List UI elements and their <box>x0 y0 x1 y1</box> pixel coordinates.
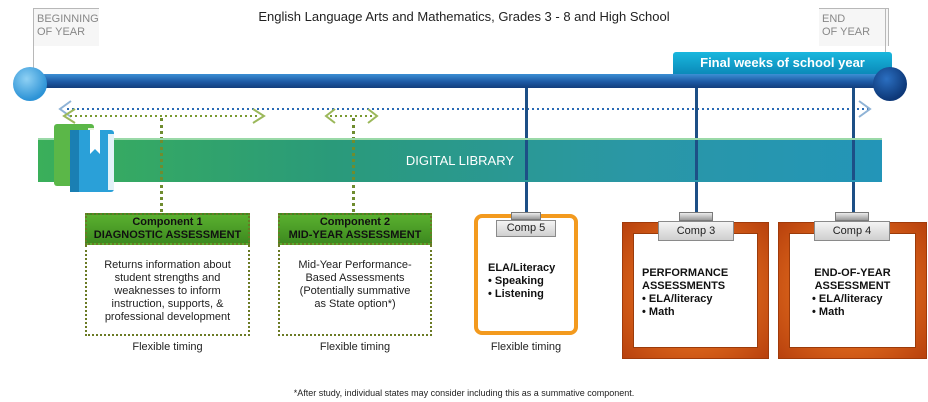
component4-panel: END-OF-YEAR ASSESSMENT • ELA/literacy • … <box>789 233 916 348</box>
book-icon <box>54 124 114 192</box>
component2-body-line: Mid-Year Performance- <box>298 259 412 271</box>
component1-body-line: professional development <box>104 311 231 323</box>
component1-arrow-left-head <box>62 108 76 124</box>
timeline-bar <box>38 74 884 88</box>
full-year-arrow-right-head <box>858 100 872 118</box>
component4-title-line1: END-OF-YEAR <box>814 267 891 279</box>
component3-tag: Comp 3 <box>658 221 734 241</box>
component4-tag: Comp 4 <box>814 221 890 241</box>
component5-item: • Speaking <box>488 275 544 287</box>
component5-content: ELA/Literacy • Speaking • Listening <box>488 262 555 301</box>
component4-item: • Math <box>812 306 845 318</box>
timeline-start-circle <box>13 67 47 101</box>
component3-panel: PERFORMANCE ASSESSMENTS • ELA/literacy •… <box>633 233 758 348</box>
component5-clip-tab <box>511 212 541 220</box>
end-of-year-flag: END OF YEAR <box>819 8 889 46</box>
component2-arrow-left-head <box>324 108 336 124</box>
component2-body-line: Based Assessments <box>305 272 405 284</box>
component4-connector-overlay <box>852 140 855 180</box>
component1-body: Returns information about student streng… <box>85 245 250 336</box>
component4-item: • ELA/literacy <box>812 293 883 305</box>
component3-item: • ELA/literacy <box>642 293 713 305</box>
beginning-label-line2: OF YEAR <box>37 26 86 38</box>
component5-item: • Listening <box>488 288 544 300</box>
component1-arrow-right-head <box>252 108 266 124</box>
diagram-title: English Language Arts and Mathematics, G… <box>258 9 670 24</box>
end-label-line2: OF YEAR <box>822 26 871 38</box>
beginning-of-year-flag: BEGINNING OF YEAR <box>33 8 99 46</box>
component4-items: • ELA/literacy • Math <box>790 293 915 319</box>
component1-connector-overlay <box>160 140 163 180</box>
component1-header: Component 1 DIAGNOSTIC ASSESSMENT <box>85 213 250 245</box>
component5-connector-overlay <box>525 140 528 180</box>
final-weeks-label: Final weeks of school year <box>673 52 892 74</box>
component2-body-line: (Potentially summative <box>299 285 411 297</box>
component1-title: DIAGNOSTIC ASSESSMENT <box>93 229 242 241</box>
component3-content: PERFORMANCE ASSESSMENTS • ELA/literacy •… <box>634 234 757 319</box>
beginning-label-line1: BEGINNING <box>37 13 99 25</box>
timeline-end-circle <box>873 67 907 101</box>
component2-number: Component 2 <box>319 216 391 228</box>
end-flag-pole <box>885 8 886 76</box>
component3-frame: PERFORMANCE ASSESSMENTS • ELA/literacy •… <box>622 222 769 359</box>
digital-library-band: DIGITAL LIBRARY <box>38 138 882 182</box>
component3-clip-tab <box>679 212 713 221</box>
component2-title: MID-YEAR ASSESSMENT <box>288 229 422 241</box>
end-label-line1: END <box>822 13 846 25</box>
component3-title-line1: PERFORMANCE <box>642 267 729 279</box>
component5-title: ELA/Literacy <box>488 262 556 274</box>
component1-body-line: weaknesses to inform <box>114 285 221 297</box>
component2-header: Component 2 MID-YEAR ASSESSMENT <box>278 213 432 245</box>
component5-timing: Flexible timing <box>490 341 562 353</box>
component2-body: Mid-Year Performance- Based Assessments … <box>278 245 432 336</box>
component3-title-line2: ASSESSMENTS <box>642 280 726 292</box>
component1-body-line: student strengths and <box>114 272 221 284</box>
component1-number: Component 1 <box>132 216 203 228</box>
component4-heading: END-OF-YEAR ASSESSMENT <box>790 234 915 293</box>
timing-arrows <box>58 100 872 124</box>
component1-body-line: instruction, supports, & <box>111 298 224 310</box>
component2-connector-overlay <box>352 140 355 180</box>
component3-connector-overlay <box>695 140 698 180</box>
component5-tag: Comp 5 <box>496 220 556 237</box>
component2-arrow-right-head <box>367 108 379 124</box>
component2-timing: Flexible timing <box>319 341 391 353</box>
component4-frame: END-OF-YEAR ASSESSMENT • ELA/literacy • … <box>778 222 927 359</box>
component4-clip-tab <box>835 212 869 221</box>
component2-body-line: as State option*) <box>314 298 396 310</box>
footnote: *After study, individual states may cons… <box>293 388 635 398</box>
component1-timing: Flexible timing <box>132 341 203 353</box>
beginning-flag-pole <box>33 8 34 76</box>
component4-title-line2: ASSESSMENT <box>814 280 891 292</box>
component1-body-line: Returns information about <box>104 259 231 271</box>
component3-item: • Math <box>642 306 675 318</box>
